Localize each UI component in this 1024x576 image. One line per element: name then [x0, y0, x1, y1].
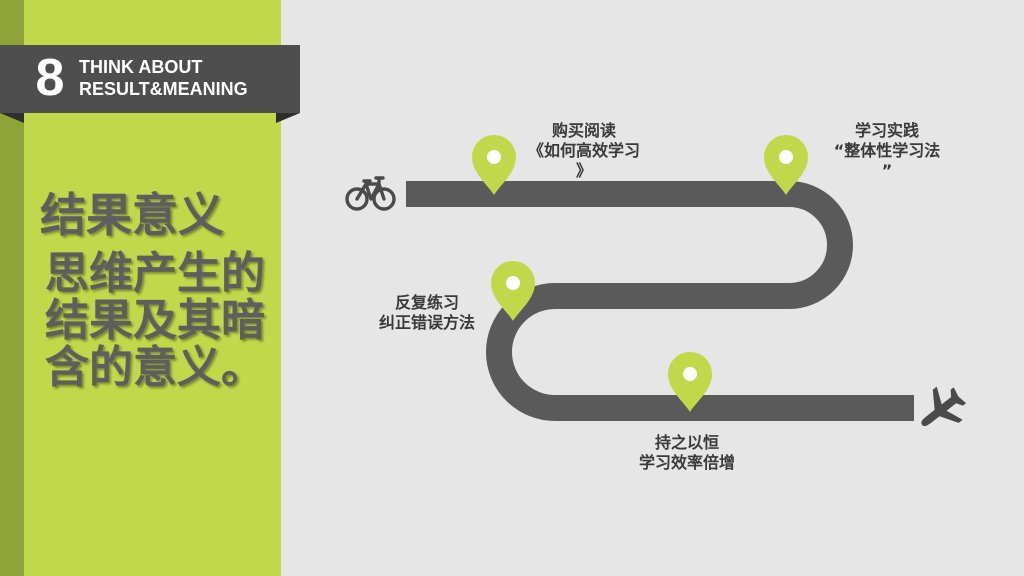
milestone-text: 持之以恒: [654, 433, 719, 452]
map-pin-icon: [764, 135, 808, 195]
milestone-text: “整体性学习法: [833, 141, 941, 160]
milestone-label: 学习实践 “整体性学习法 ”: [814, 121, 960, 181]
section-title-line1: THINK ABOUT: [79, 57, 203, 77]
section-title-line2: RESULT&MEANING: [79, 79, 248, 99]
map-pin-icon: [472, 135, 516, 195]
milestone-text: 购买阅读: [551, 121, 616, 140]
milestone-text: 学习效率倍增: [638, 453, 735, 472]
page-title: 结果意义: [40, 188, 224, 242]
milestone-text: 纠正错误方法: [378, 313, 475, 332]
milestone-label: 购买阅读 《如何高效学习 》: [516, 121, 652, 181]
header-fold-right: [276, 113, 300, 123]
milestone-text: ”: [881, 161, 893, 180]
section-number: 8: [35, 49, 65, 107]
section-header: [0, 45, 300, 113]
airplane-icon: [921, 386, 967, 427]
milestone-label: 持之以恒 学习效率倍增: [622, 433, 752, 473]
milestone-text: 》: [575, 161, 592, 180]
winding-road: [406, 181, 914, 421]
page-description: 思维产生的结果及其暗含的意义。: [45, 248, 265, 393]
header-fold-left: [0, 113, 24, 123]
milestone-label: 反复练习 纠正错误方法: [362, 293, 492, 333]
bicycle-icon: [345, 176, 396, 211]
milestone-text: 《如何高效学习: [527, 141, 640, 160]
milestone-text: 反复练习: [394, 293, 459, 312]
map-pin-icon: [491, 261, 535, 321]
map-pin-icon: [668, 352, 712, 412]
milestone-text: 学习实践: [854, 121, 919, 140]
